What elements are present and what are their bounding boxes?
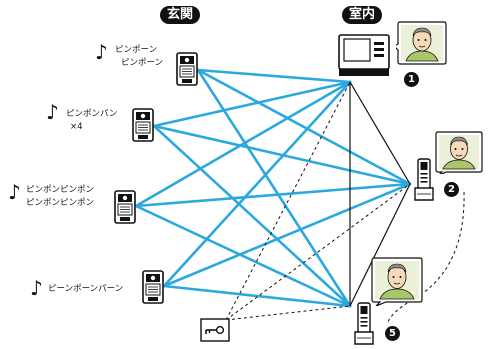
door-station-camera-1 bbox=[176, 52, 198, 86]
entrance-heading: 玄関 bbox=[160, 6, 201, 24]
door-station-camera-3 bbox=[114, 190, 136, 224]
key-sensor-icon bbox=[200, 318, 230, 342]
music-note-icon: ♪ bbox=[30, 276, 43, 300]
door-to-unit-wire bbox=[152, 80, 352, 128]
chime-label-1-line-2: ピンポーン bbox=[121, 58, 164, 68]
chime-label-3-line-2: ピンポンピンポン bbox=[26, 198, 95, 208]
chime-label-4-line-1: ピーンポーンパーン bbox=[48, 284, 124, 294]
chime-label-2-line-1: ピンポンパン bbox=[66, 109, 118, 119]
unit-number-badge-2: 2 bbox=[444, 182, 459, 197]
chime-label-1-line-1: ピンポーン bbox=[115, 45, 158, 55]
door-to-unit-wire bbox=[162, 80, 352, 288]
chime-label-1: ピンポーン ピンポーン bbox=[115, 44, 163, 70]
door-to-unit-wire bbox=[134, 80, 352, 208]
chime-label-2-line-2: ×4 bbox=[70, 122, 83, 132]
door-to-unit-wire bbox=[162, 182, 412, 288]
sensor-wireless-link bbox=[225, 81, 351, 321]
door-to-unit-wire bbox=[134, 204, 352, 308]
chime-label-4: ピーンポーンパーン bbox=[48, 283, 123, 296]
unit-number-badge-1: 1 bbox=[404, 72, 419, 87]
door-to-unit-wire bbox=[196, 68, 412, 186]
music-note-icon: ♪ bbox=[95, 40, 108, 64]
door-to-unit-wire bbox=[134, 182, 412, 208]
indoor-link-line bbox=[349, 183, 411, 307]
door-to-unit-wire bbox=[196, 68, 352, 84]
door-to-unit-wire bbox=[162, 284, 352, 308]
unit-number-badge-5: 5 bbox=[385, 326, 400, 341]
wireless-handset-2 bbox=[414, 158, 434, 201]
sensor-wireless-link bbox=[225, 183, 411, 321]
door-station-camera-4 bbox=[142, 270, 164, 304]
chime-label-3-line-1: ピンポンピンポン bbox=[26, 185, 95, 195]
indoor-heading: 室内 bbox=[342, 6, 383, 24]
camera-preview-bubble-1 bbox=[396, 21, 447, 65]
camera-preview-bubble-3 bbox=[371, 257, 423, 306]
chime-label-2: ピンポンパン ×4 bbox=[66, 108, 117, 134]
chime-label-3: ピンポンピンポン ピンポンピンポン bbox=[26, 184, 94, 210]
door-to-unit-wire bbox=[152, 124, 352, 308]
indoor-link-line bbox=[349, 81, 411, 185]
wireless-handset-5 bbox=[354, 302, 374, 345]
sensor-wireless-link bbox=[225, 305, 351, 321]
camera-preview-bubble-2 bbox=[435, 131, 483, 174]
door-station-camera-2 bbox=[132, 108, 154, 142]
main-indoor-monitor bbox=[338, 34, 390, 76]
music-note-icon: ♪ bbox=[46, 100, 59, 124]
music-note-icon: ♪ bbox=[8, 180, 21, 204]
